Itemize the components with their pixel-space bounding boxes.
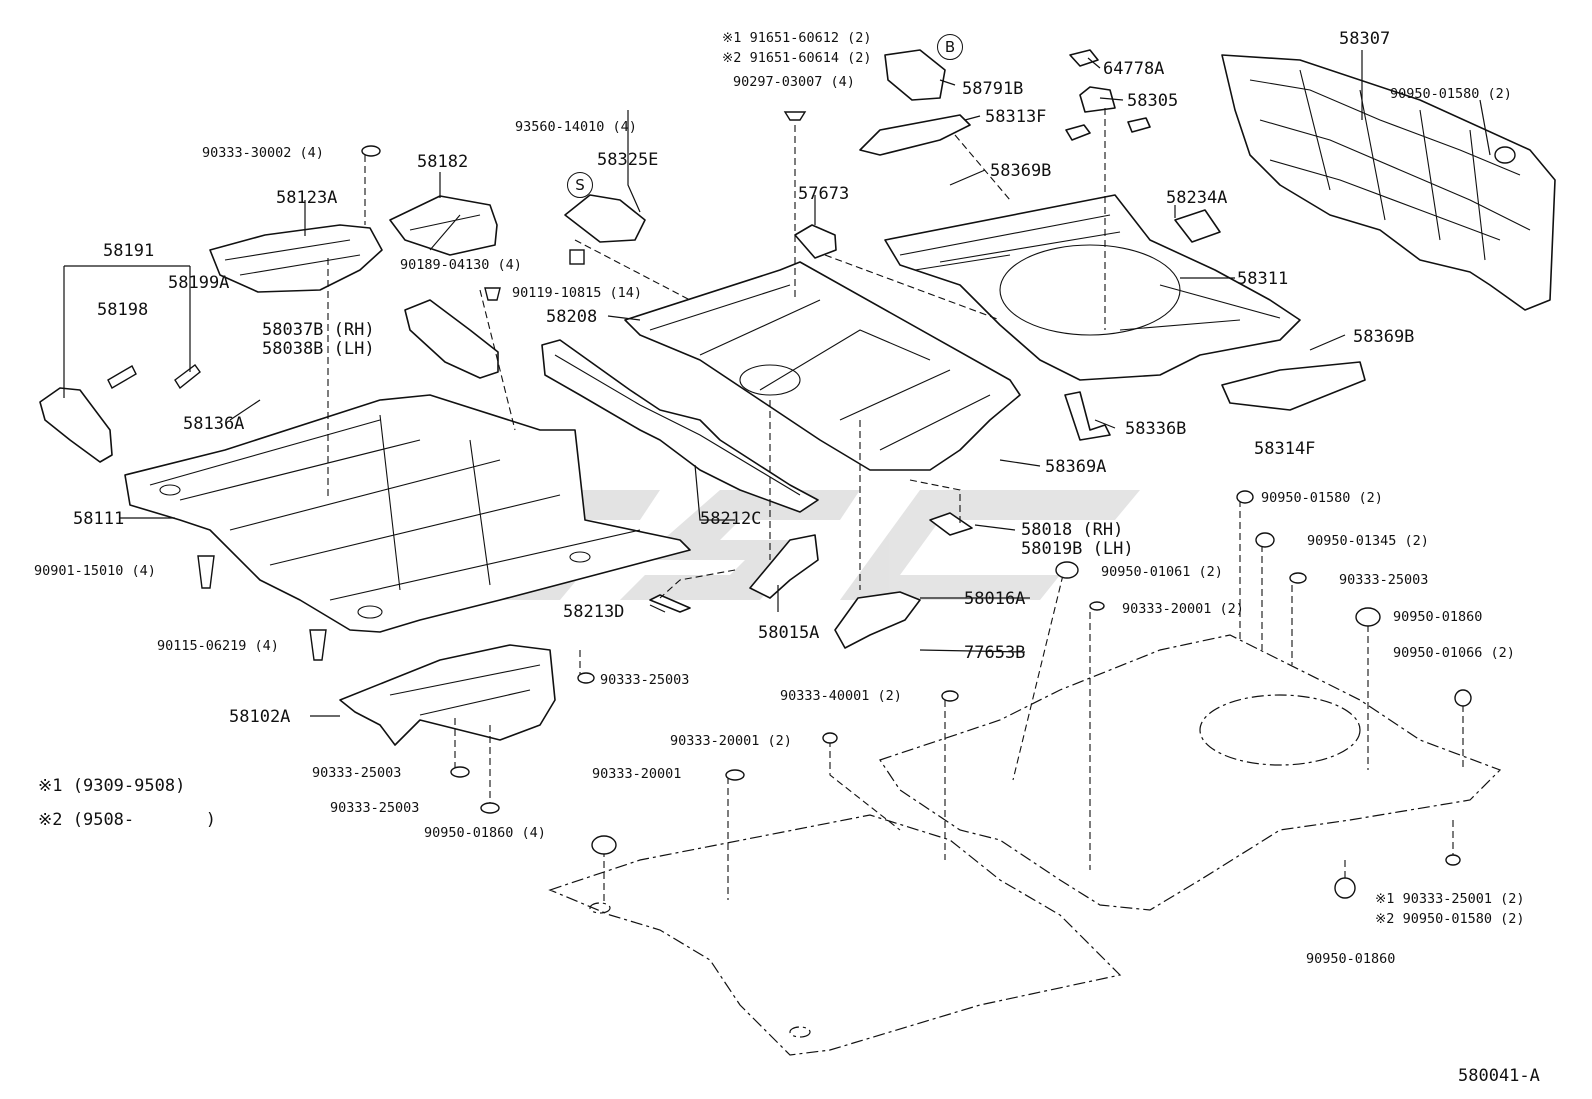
brace-58191 [39,364,201,463]
label-90297-03007: 90297-03007 (4) [733,74,855,90]
label-57673: 57673 [798,184,850,204]
bracket-58791B [884,49,946,101]
label-90333-25001: ※1 90333-25001 (2) [1375,891,1525,907]
label-58111: 58111 [73,509,125,529]
label-90119-10815: 90119-10815 (14) [512,285,643,301]
assembly-lines [327,108,1464,905]
note-1-text: (9309-9508) [72,776,186,796]
leader-lines [63,50,1491,717]
floor-insulator-rear [879,634,1502,911]
bracket-58325E [564,194,646,243]
label-58208: 58208 [546,307,598,327]
label-90115-06219: 90115-06219 (4) [157,638,279,654]
label-58018-rh: 58018 (RH) [1021,520,1124,540]
bracket-58037B [404,299,499,379]
bracket-58305 [1079,86,1116,113]
label-58313F: 58313F [985,107,1047,127]
front-floor-58111 [124,394,691,633]
label-90189-04130: 90189-04130 (4) [400,257,522,273]
label-58336B: 58336B [1125,419,1187,439]
label-58369A: 58369A [1045,457,1107,477]
label-90333-25003-lower2: 90333-25003 [330,800,420,816]
fasteners [197,111,1516,899]
label-58307: 58307 [1339,29,1391,49]
bracket-58234A [1174,209,1221,243]
label-90333-25003-right: 90333-25003 [1339,572,1429,588]
note-1-mark: ※1 [38,776,63,796]
label-58037B-rh: 58037B (RH) [262,320,375,340]
label-91651-60612: ※1 91651-60612 (2) [722,30,872,46]
label-77653B: 77653B [964,643,1026,663]
label-90950-01580-mid: 90950-01580 (2) [1261,490,1383,506]
label-58102A: 58102A [229,707,291,727]
label-58305: 58305 [1127,91,1179,111]
label-58311: 58311 [1237,269,1289,289]
label-90333-25003-lower1: 90333-25003 [312,765,402,781]
label-90950-01580-top: 90950-01580 (2) [1390,86,1512,102]
label-58234A: 58234A [1166,188,1228,208]
circled-marker-b: B [937,34,963,60]
plate-57673 [794,224,837,259]
label-58199A: 58199A [168,273,230,293]
trunk-floor-58311 [884,194,1301,381]
label-58019B-lh: 58019B (LH) [1021,539,1134,559]
label-58325E: 58325E [597,150,659,170]
label-93560-14010: 93560-14010 (4) [515,119,637,135]
diagram-ref-code: 580041-A [1458,1066,1540,1086]
note-1: ※1 (9309-9508) [38,778,185,795]
label-90333-20001-left: 90333-20001 [592,766,682,782]
label-90950-01580-bottom: ※2 90950-01580 (2) [1375,911,1525,927]
label-90333-20001-right: 90333-20001 (2) [1122,601,1244,617]
note-2-text: (9508- ) [72,810,217,830]
label-58038B-lh: 58038B (LH) [262,339,375,359]
label-58182: 58182 [417,152,469,172]
label-58191: 58191 [103,241,155,261]
label-58314F: 58314F [1254,439,1316,459]
side-member-58212C [541,339,819,513]
label-58198: 58198 [97,300,149,320]
label-58369B-upper: 58369B [990,161,1052,181]
label-91651-60614: ※2 91651-60614 (2) [722,50,872,66]
label-90950-01061: 90950-01061 (2) [1101,564,1223,580]
plate-58018 [929,512,973,536]
note-2: ※2 (9508- ) [38,812,216,829]
floor-insulator-front [548,814,1122,1056]
bracket-58102A [339,644,556,746]
label-58016A: 58016A [964,589,1026,609]
label-58213D: 58213D [563,602,625,622]
label-90333-40001: 90333-40001 (2) [780,688,902,704]
label-58136A: 58136A [183,414,245,434]
label-90333-25003-upper: 90333-25003 [600,672,690,688]
label-90950-01860-right: 90950-01860 [1393,609,1483,625]
label-58212C: 58212C [700,509,762,529]
label-90333-30002: 90333-30002 (4) [202,145,324,161]
bracket-58336B [1064,391,1111,441]
label-90950-01860-left: 90950-01860 (4) [424,825,546,841]
label-64778A: 64778A [1103,59,1165,79]
label-58015A: 58015A [758,623,820,643]
circled-marker-s: S [567,172,593,198]
label-90901-15010: 90901-15010 (4) [34,563,156,579]
label-58791B: 58791B [962,79,1024,99]
label-90333-20001-center: 90333-20001 (2) [670,733,792,749]
center-floor-58208 [624,261,1021,471]
bracket-58314F [1221,361,1366,411]
bracket-58016A [834,591,921,649]
note-2-mark: ※2 [38,810,63,830]
bracket-58015A [749,534,819,599]
pad-64778A [1065,49,1151,141]
label-90950-01860-bottom: 90950-01860 [1306,951,1396,967]
bracket-58182 [389,195,498,256]
label-90950-01066: 90950-01066 (2) [1393,645,1515,661]
bracket-58213D [649,594,691,613]
label-90950-01345: 90950-01345 (2) [1307,533,1429,549]
label-58369B-lower: 58369B [1353,327,1415,347]
rear-panel-58307 [1221,54,1556,311]
reinforcement-58123A [209,224,383,293]
label-58123A: 58123A [276,188,338,208]
bracket-58313F [859,114,971,156]
